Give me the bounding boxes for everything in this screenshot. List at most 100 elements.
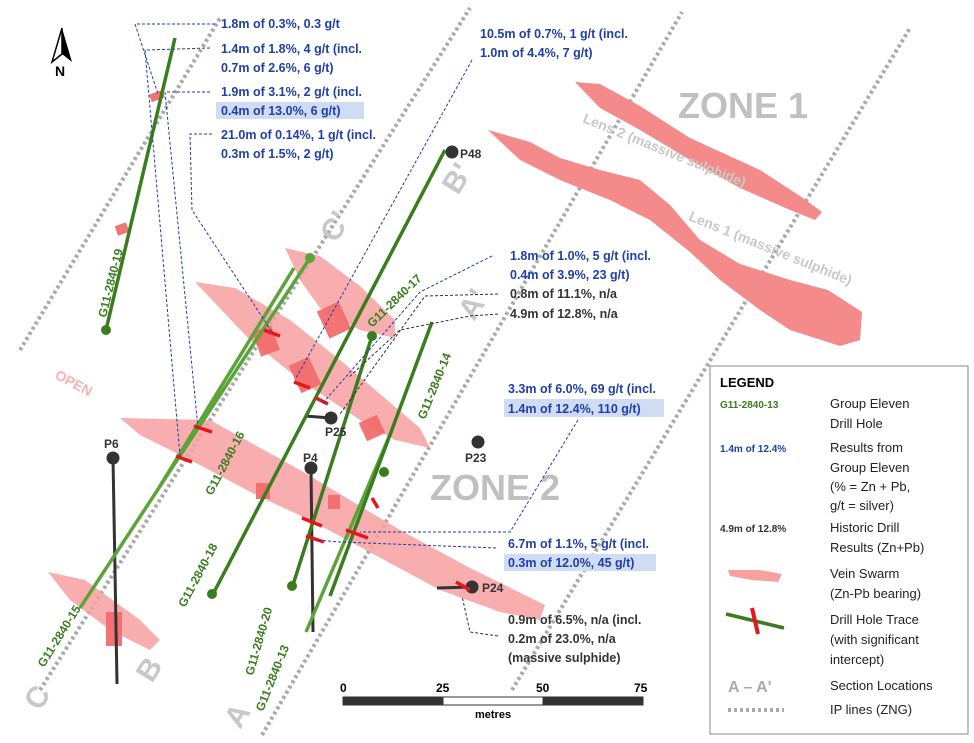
lens-2 bbox=[575, 82, 822, 220]
scale-bar: 0 25 50 75 metres bbox=[340, 681, 648, 721]
scale-unit: metres bbox=[475, 709, 511, 721]
drill-collar-g11-2840-17 bbox=[367, 331, 377, 341]
vein-swarm-central bbox=[195, 282, 430, 448]
vein-swarm-open bbox=[120, 418, 545, 620]
result-r2-line1: 1.4m of 1.8%, 4 g/t (incl. bbox=[221, 42, 362, 56]
legend-symbol-historic: 4.9m of 12.8% bbox=[720, 524, 786, 535]
vein-patch-4 bbox=[358, 414, 386, 442]
result-r11-line1: 0.9m of 6.5%, n/a (incl. bbox=[508, 613, 641, 627]
ip-lines bbox=[18, 6, 912, 737]
leader-r6 bbox=[321, 255, 493, 405]
north-label: N bbox=[55, 63, 65, 79]
drill-collar-g11-2840-20 bbox=[287, 581, 297, 591]
group-eleven-drill-holes bbox=[78, 37, 447, 633]
vein-patch-2 bbox=[316, 301, 352, 339]
vein-swarm-upper bbox=[285, 248, 395, 338]
legend-label-ge-results-4: g/t = silver) bbox=[830, 498, 894, 513]
intercept-mark-9 bbox=[370, 497, 380, 509]
massive-sulphide-lenses bbox=[488, 82, 862, 346]
vein-patch-9 bbox=[114, 222, 130, 236]
historic-collar-p48 bbox=[445, 145, 459, 159]
result-r3-line1: 1.9m of 3.1%, 2 g/t (incl. bbox=[221, 85, 362, 99]
lens-1 bbox=[488, 130, 862, 346]
historic-collar-p6 bbox=[106, 451, 120, 465]
vein-patch-7 bbox=[106, 612, 122, 646]
legend-label-ge-results-2: Group Eleven bbox=[830, 460, 910, 475]
label-p48: P48 bbox=[460, 147, 482, 161]
result-r10-highlight bbox=[504, 554, 656, 571]
ip-line-4 bbox=[510, 26, 912, 692]
leader-r4 bbox=[189, 133, 273, 333]
drill-collar-g11-2840-14 bbox=[379, 467, 389, 477]
north-arrow: N bbox=[50, 27, 72, 79]
result-callouts: 1.8m of 0.3%, 0.3 g/t 1.4m of 1.8%, 4 g/… bbox=[216, 17, 664, 665]
legend-title: LEGEND bbox=[720, 375, 774, 390]
vein-swarms bbox=[48, 248, 545, 650]
leader-r11 bbox=[461, 595, 499, 637]
vein-swarm-sw bbox=[48, 572, 160, 650]
result-r4-line1: 21.0m of 0.14%, 1 g/t (incl. bbox=[221, 128, 376, 142]
zone-1-label: ZONE 1 bbox=[678, 85, 808, 126]
drill-collar-g11-2840-19 bbox=[101, 325, 111, 335]
legend-symbol-drill-hole: G11-2840-13 bbox=[720, 400, 779, 411]
result-r6-line1: 1.8m of 1.0%, 5 g/t (incl. bbox=[510, 249, 651, 263]
intercept-mark-3 bbox=[263, 328, 281, 338]
leader-r10 bbox=[315, 539, 497, 549]
label-p4: P4 bbox=[303, 451, 318, 465]
legend-label-ip-lines: IP lines (ZNG) bbox=[830, 702, 912, 717]
historic-collar-p4 bbox=[304, 461, 318, 475]
legend-label-ge-results-3: (% = Zn + Pb, bbox=[830, 479, 910, 494]
leader-r2 bbox=[144, 47, 211, 457]
significant-intercepts bbox=[175, 328, 471, 592]
legend-box bbox=[709, 365, 969, 735]
result-r1-line1: 1.8m of 0.3%, 0.3 g/t bbox=[221, 17, 341, 31]
scale-bar-segment-3 bbox=[542, 696, 644, 706]
legend-label-drill-hole-2: Drill Hole bbox=[830, 416, 883, 431]
legend: LEGEND G11-2840-13 Group Eleven Drill Ho… bbox=[709, 365, 969, 735]
result-r6-line2: 0.4m of 3.9%, 23 g/t) bbox=[510, 268, 629, 282]
ip-line-2 bbox=[38, 6, 472, 692]
drill-trace-g11-2840-20 bbox=[290, 335, 374, 589]
legend-label-trace-2: (with significant bbox=[830, 632, 919, 647]
scale-tick-50: 50 bbox=[536, 681, 550, 695]
legend-label-historic-1: Historic Drill bbox=[830, 520, 899, 535]
vein-patch-6 bbox=[328, 495, 340, 509]
ip-line-1 bbox=[18, 16, 222, 352]
leader-r5 bbox=[294, 59, 473, 381]
drill-collar-g11-2840-15 bbox=[305, 253, 315, 263]
legend-label-sections: Section Locations bbox=[830, 678, 933, 693]
historic-trace-p6 bbox=[111, 457, 119, 685]
legend-symbol-vein-swarm bbox=[728, 570, 782, 582]
label-p23: P23 bbox=[465, 451, 487, 465]
label-p25: P25 bbox=[325, 425, 347, 439]
result-r7-line1: 0.8m of 11.1%, n/a bbox=[510, 287, 618, 301]
scale-tick-75: 75 bbox=[634, 681, 648, 695]
legend-label-vein-1: Vein Swarm bbox=[830, 566, 899, 581]
scale-tick-25: 25 bbox=[436, 681, 450, 695]
scale-tick-0: 0 bbox=[340, 681, 347, 695]
intercept-mark-5 bbox=[315, 396, 329, 406]
result-r8-line1: 4.9m of 12.8%, n/a bbox=[510, 307, 619, 321]
result-r10-line2: 0.3m of 12.0%, 45 g/t) bbox=[508, 556, 634, 570]
historic-hole-labels: P48 P25 P23 P6 P4 P24 bbox=[104, 147, 504, 595]
drill-trace-g11-2840-19 bbox=[104, 37, 177, 331]
result-r11-line3: (massive sulphide) bbox=[508, 651, 621, 665]
result-r5-line1: 10.5m of 0.7%, 1 g/t (incl. bbox=[480, 27, 628, 41]
historic-collar-p25 bbox=[324, 411, 338, 425]
result-r9-highlight bbox=[504, 399, 664, 417]
zone-2-label: ZONE 2 bbox=[430, 467, 560, 508]
leader-r1 bbox=[134, 23, 215, 95]
ip-line-3 bbox=[260, 10, 684, 737]
drill-trace-g11-2840-18 bbox=[210, 149, 447, 597]
label-p6: P6 bbox=[104, 437, 119, 451]
intercept-mark-8 bbox=[345, 528, 369, 540]
legend-symbol-sections: A – A' bbox=[728, 679, 772, 696]
result-r11-line2: 0.2m of 23.0%, n/a bbox=[508, 632, 617, 646]
drill-collar-g11-2840-18 bbox=[207, 589, 217, 599]
result-r10-line1: 6.7m of 1.1%, 5 g/t (incl. bbox=[508, 537, 649, 551]
callout-leaders bbox=[134, 23, 579, 637]
result-r3-highlight bbox=[216, 102, 364, 119]
legend-label-drill-hole-1: Group Eleven bbox=[830, 396, 910, 411]
result-r2-line2: 0.7m of 2.6%, 6 g/t) bbox=[221, 61, 334, 75]
